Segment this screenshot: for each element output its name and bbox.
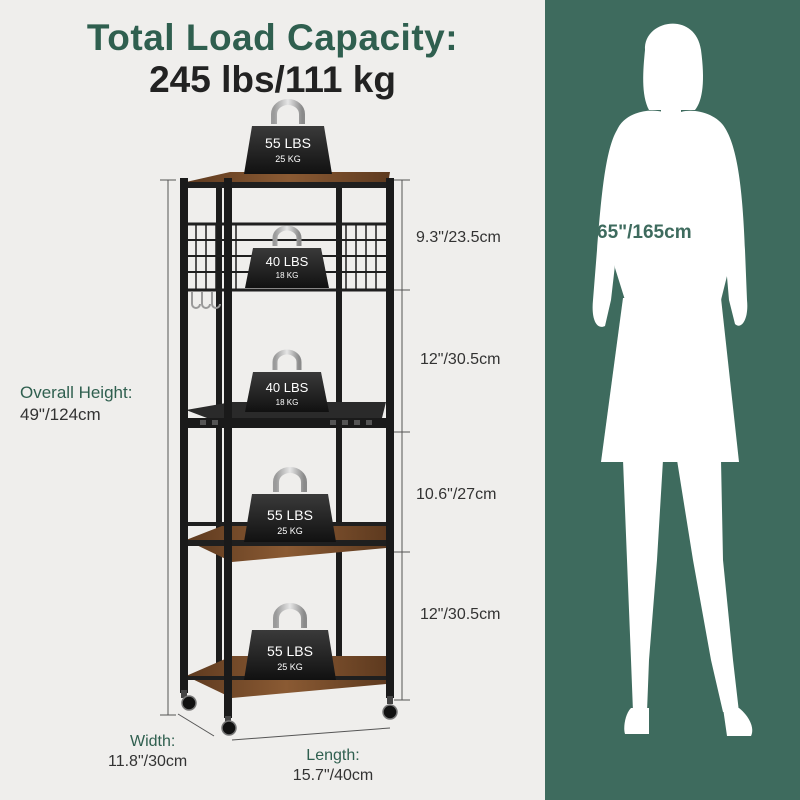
person-height-label: 65"/165cm: [597, 222, 692, 243]
weight-lbs-label: 55 LBS: [267, 507, 313, 523]
base-dimension-lines: [177, 713, 391, 741]
rolling-cart-illustration: 55 LBS 25 KG 40 LBS 18 KG 40 LBS 18 KG 5…: [160, 99, 410, 741]
caster-wheels: [181, 690, 398, 736]
side-hooks: [191, 292, 221, 309]
weight-kg-label: 25 KG: [277, 526, 303, 536]
overall-height-label: Overall Height: 49"/124cm: [20, 382, 132, 426]
width-title: Width:: [130, 733, 176, 750]
weight-55lbs-middle: 55 LBS 25 KG: [244, 467, 336, 542]
weight-lbs-label: 40 LBS: [266, 254, 309, 269]
top-shelf: [186, 172, 390, 188]
width-label: Width: 11.8"/30cm: [108, 732, 218, 772]
width-value: 11.8"/30cm: [108, 753, 188, 770]
headline-capacity-value: 245 lbs/111 kg: [149, 59, 396, 100]
weight-kg-label: 18 KG: [276, 271, 299, 280]
weight-kg-label: 18 KG: [276, 398, 299, 407]
rear-posts: [216, 178, 342, 683]
metal-tray-shelf: [186, 402, 386, 428]
overall-height-title: Overall Height:: [20, 383, 133, 402]
weight-lbs-label: 55 LBS: [265, 135, 311, 151]
weight-55lbs-bottom: 55 LBS 25 KG: [244, 603, 336, 680]
tier-gap-label-3: 10.6"/27cm: [416, 486, 497, 503]
length-label: Length: 15.7"/40cm: [258, 746, 408, 786]
weight-55lbs-top: 55 LBS 25 KG: [244, 99, 332, 174]
weight-lbs-label: 40 LBS: [266, 380, 309, 395]
front-posts: [180, 178, 394, 718]
weight-kg-label: 25 KG: [277, 662, 303, 672]
tier-gap-label-1: 9.3"/23.5cm: [416, 229, 501, 246]
overall-height-dimension-line: [160, 179, 176, 716]
woman-silhouette-icon: [592, 23, 753, 736]
headline-capacity-label: Total Load Capacity:: [86, 17, 459, 58]
tier-gap-label-2: 12"/30.5cm: [420, 351, 501, 368]
overall-height-value: 49"/124cm: [20, 405, 101, 424]
weight-kg-label: 25 KG: [275, 154, 301, 164]
tier-dimension-lines: [394, 179, 410, 701]
weight-40lbs-tray: 40 LBS 18 KG: [245, 349, 329, 412]
weight-40lbs-basket: 40 LBS 18 KG: [245, 225, 329, 288]
length-value: 15.7"/40cm: [292, 767, 374, 784]
tier-gap-label-4: 12"/30.5cm: [420, 606, 501, 623]
length-title: Length:: [306, 747, 360, 764]
weight-lbs-label: 55 LBS: [267, 643, 313, 659]
